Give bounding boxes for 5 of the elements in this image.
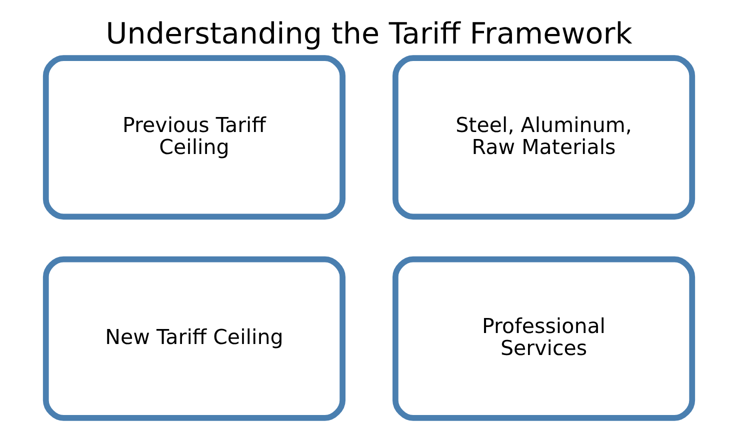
node-box: Professional Services xyxy=(392,256,695,421)
node-box: New Tariff Ceiling xyxy=(42,256,345,421)
diagram-title: Understanding the Tariff Framework xyxy=(105,16,632,50)
node-box: Steel, Aluminum, Raw Materials xyxy=(392,55,695,220)
node-box: Previous Tariff Ceiling xyxy=(42,55,345,220)
